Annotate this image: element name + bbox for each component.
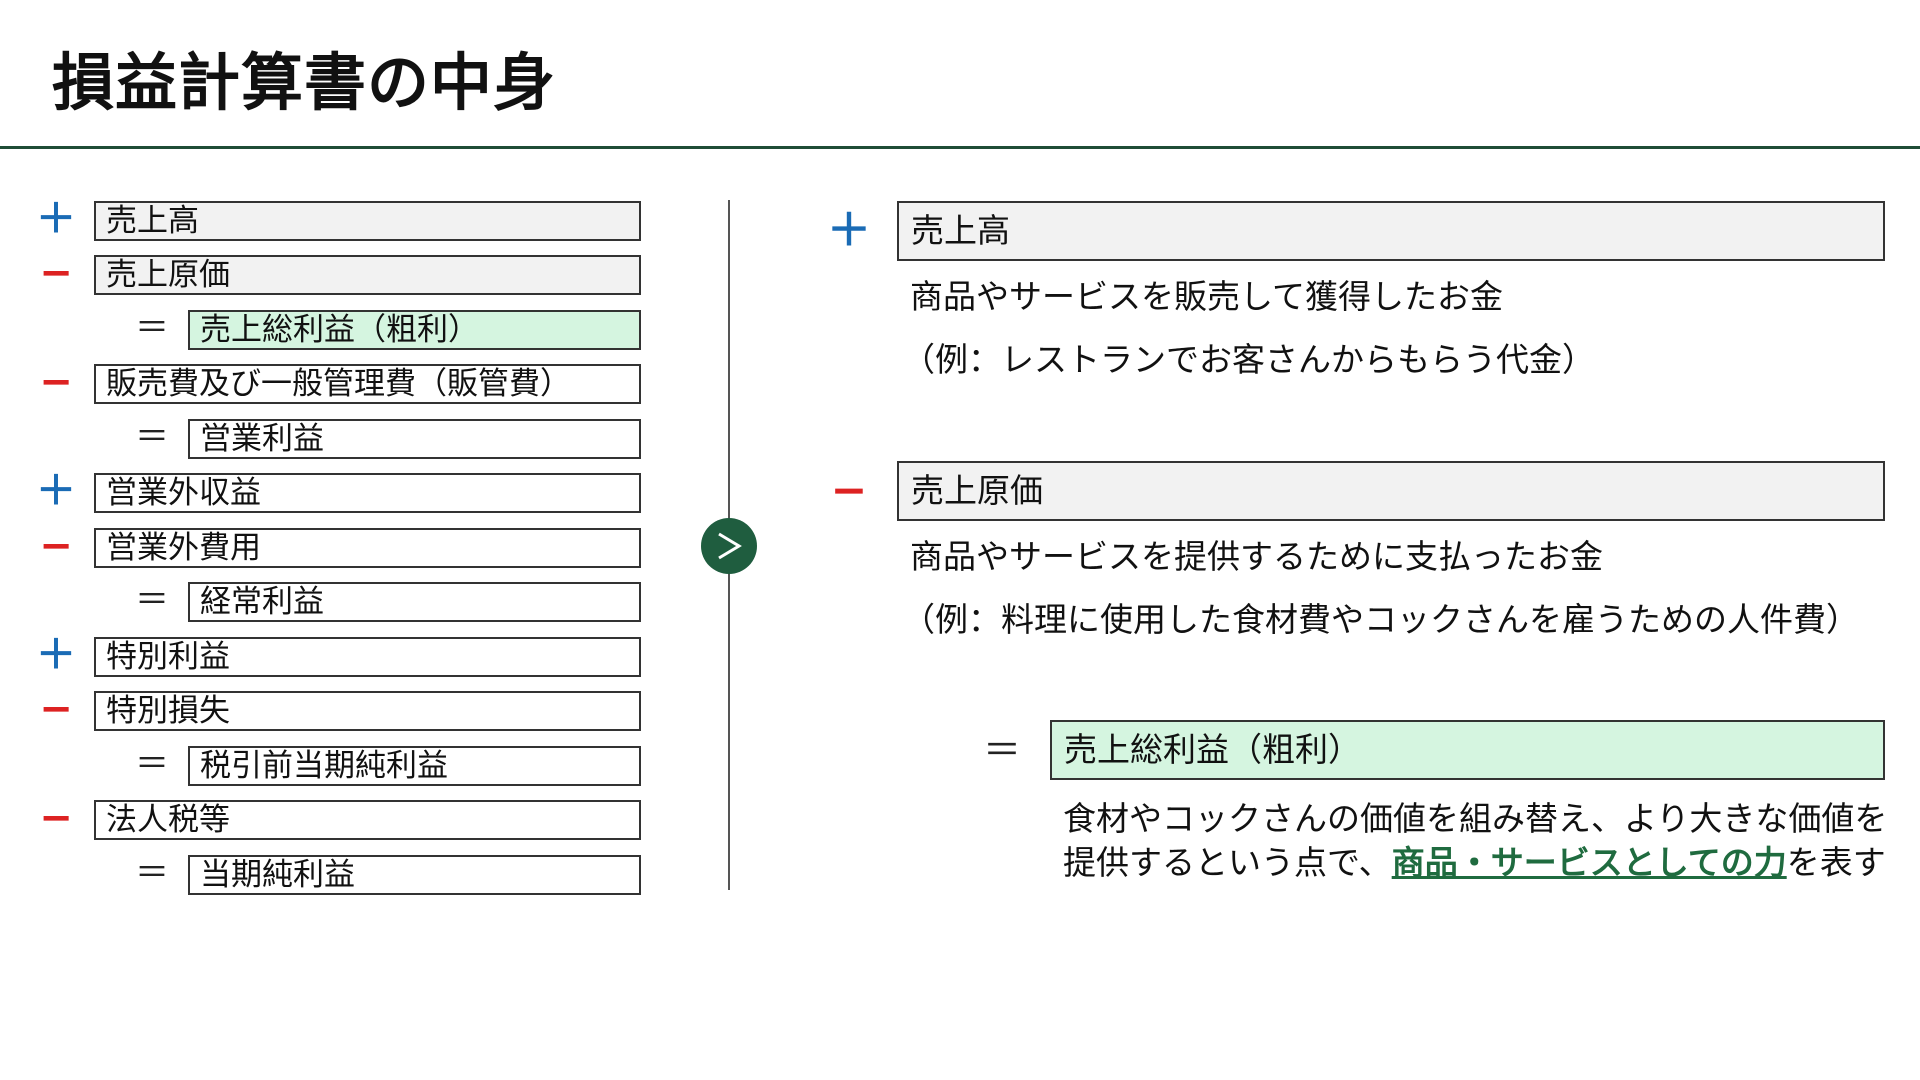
pl-box-gross-profit: 売上総利益（粗利） (188, 310, 641, 350)
minus-sign: − (39, 250, 73, 296)
equals-sign: ＝ (135, 853, 169, 893)
plus-sign: ＋ (36, 468, 76, 514)
pl-box-pretax-income: 税引前当期純利益 (188, 746, 641, 786)
pl-box-income-taxes: 法人税等 (94, 800, 641, 840)
detail-box-sales: 売上高 (897, 201, 1885, 261)
cost-example: （例：料理に使用した食材費やコックさんを雇うための人件費） (902, 600, 1859, 639)
chevron-right-icon (701, 518, 757, 574)
minus-sign: − (39, 795, 73, 841)
equals-sign: ＝ (135, 417, 169, 457)
pl-box-cost-of-sales: 売上原価 (94, 255, 641, 295)
gross-description-line2: 提供するという点で、商品・サービスとしての力を表す (1063, 841, 1886, 885)
title-divider (0, 146, 1920, 149)
minus-sign: − (39, 523, 73, 569)
plus-sign: ＋ (827, 205, 871, 256)
pl-box-ordinary-income: 経常利益 (188, 582, 641, 622)
plus-sign: ＋ (36, 196, 76, 242)
equals-sign: ＝ (135, 308, 169, 348)
gross-desc-prefix: 提供するという点で、 (1063, 843, 1392, 882)
pl-box-non-operating-expenses: 営業外費用 (94, 528, 641, 568)
pl-box-operating-income: 営業利益 (188, 419, 641, 459)
equals-sign: ＝ (135, 744, 169, 784)
pl-box-non-operating-income: 営業外収益 (94, 473, 641, 513)
pl-box-extraordinary-income: 特別利益 (94, 637, 641, 677)
minus-sign: − (830, 465, 868, 516)
pl-box-net-income: 当期純利益 (188, 855, 641, 895)
minus-sign: − (39, 359, 73, 405)
detail-box-cost-of-sales: 売上原価 (897, 461, 1885, 521)
pl-box-sales: 売上高 (94, 201, 641, 241)
gross-desc-suffix: を表す (1786, 843, 1886, 882)
gross-desc-highlight: 商品・サービスとしての力 (1391, 843, 1787, 882)
cost-description: 商品やサービスを提供するために支払ったお金 (910, 537, 1603, 576)
gross-description-line1: 食材やコックさんの価値を組み替え、より大きな価値を (1063, 799, 1888, 838)
plus-sign: ＋ (36, 632, 76, 678)
pl-box-sga: 販売費及び一般管理費（販管費） (94, 364, 641, 404)
minus-sign: − (39, 686, 73, 732)
page-title: 損益計算書の中身 (52, 46, 557, 119)
sales-example: （例：レストランでお客さんからもらう代金） (902, 340, 1595, 379)
pl-box-extraordinary-losses: 特別損失 (94, 691, 641, 731)
equals-sign: ＝ (982, 728, 1021, 772)
detail-box-gross-profit: 売上総利益（粗利） (1050, 720, 1885, 780)
sales-description: 商品やサービスを販売して獲得したお金 (910, 277, 1504, 316)
equals-sign: ＝ (135, 580, 169, 620)
